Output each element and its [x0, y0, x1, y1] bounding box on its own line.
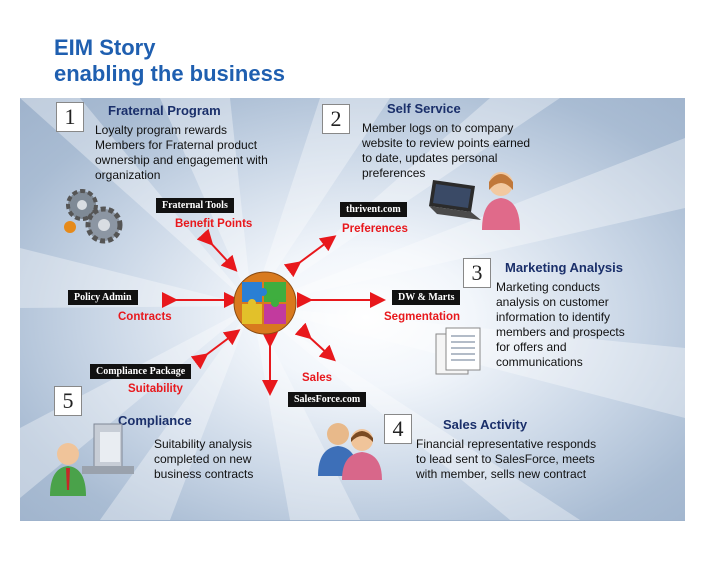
- section-2-line: preferences: [362, 166, 426, 180]
- page-subtitle: enabling the business: [54, 61, 286, 86]
- arrow-benefit-points: [196, 228, 238, 272]
- section-5-line: completed on new: [154, 452, 252, 466]
- salesforce-tag: SalesForce.com: [288, 392, 367, 407]
- section-2-line: website to review points earned: [362, 136, 531, 150]
- user-computer-icon: [50, 423, 134, 496]
- fraternal-tools-tag: Fraternal Tools: [156, 198, 234, 213]
- puzzle-hub-icon: [233, 271, 297, 335]
- section-5-number: 5: [54, 386, 82, 416]
- thrivent-tag: thrivent.com: [340, 202, 407, 217]
- arrow-suitability: [190, 329, 241, 370]
- section-1-line: organization: [95, 168, 161, 182]
- page-title: EIM Story: [54, 35, 156, 60]
- arrow-sales-right: [294, 322, 336, 362]
- section-5-body: Suitability analysis completed on new bu…: [154, 437, 253, 482]
- section-5-heading: Compliance: [118, 413, 192, 428]
- segmentation-label: Segmentation: [384, 311, 461, 323]
- section-1-line: Members for Fraternal product: [95, 138, 258, 152]
- section-1-line: Loyalty program rewards: [95, 123, 228, 137]
- laptop-icon: [429, 180, 481, 220]
- section-4-body: Financial representative responds to lea…: [416, 437, 596, 482]
- policy-admin-tag: Policy Admin: [68, 290, 138, 305]
- section-4-line: with member, sells new contract: [416, 467, 587, 481]
- section-1-number: 1: [56, 102, 84, 132]
- compliance-package-tag: Compliance Package: [90, 364, 192, 379]
- section-3-line: communications: [496, 355, 583, 369]
- suitability-label: Suitability: [128, 383, 183, 395]
- section-2-number: 2: [322, 104, 350, 134]
- section-3-line: for offers and: [496, 340, 567, 354]
- section-3-line: information to identify: [496, 310, 611, 324]
- section-3-number: 3: [463, 258, 491, 288]
- section-3-heading: Marketing Analysis: [505, 260, 624, 275]
- section-2-heading: Self Service: [387, 101, 461, 116]
- section-4-number: 4: [384, 414, 412, 444]
- section-3-body: Marketing conducts analysis on customer …: [496, 280, 625, 370]
- section-4-line: Financial representative responds: [416, 437, 597, 451]
- section-2-line: to date, updates personal: [362, 151, 498, 165]
- section-5-line: business contracts: [154, 467, 254, 481]
- section-1-heading: Fraternal Program: [108, 103, 221, 118]
- documents-icon: [435, 327, 481, 375]
- user-female-icon: [482, 172, 520, 230]
- section-4-line: to lead sent to SalesForce, meets: [416, 452, 595, 466]
- section-3-line: members and prospects: [496, 325, 625, 339]
- contracts-label: Contracts: [118, 311, 172, 323]
- section-3-line: analysis on customer: [496, 295, 609, 309]
- sales-label: Sales: [302, 372, 333, 384]
- section-4-heading: Sales Activity: [443, 417, 528, 432]
- gears-icon: [64, 189, 123, 244]
- section-1-body: Loyalty program rewards Members for Frat…: [95, 123, 268, 183]
- dw-marts-tag: DW & Marts: [392, 290, 461, 305]
- arrow-preferences: [283, 235, 337, 278]
- section-2-body: Member logs on to company website to rev…: [362, 121, 530, 181]
- section-5-line: Suitability analysis: [154, 437, 253, 451]
- section-2-line: Member logs on to company: [362, 121, 514, 135]
- preferences-label: Preferences: [342, 223, 408, 235]
- diagram-panel: 1 Fraternal Program Loyalty program rewa…: [20, 98, 685, 521]
- section-1-line: ownership and engagement with: [95, 153, 268, 167]
- benefit-points-label: Benefit Points: [175, 218, 253, 230]
- section-3-line: Marketing conducts: [496, 280, 601, 294]
- two-users-icon: [318, 423, 382, 480]
